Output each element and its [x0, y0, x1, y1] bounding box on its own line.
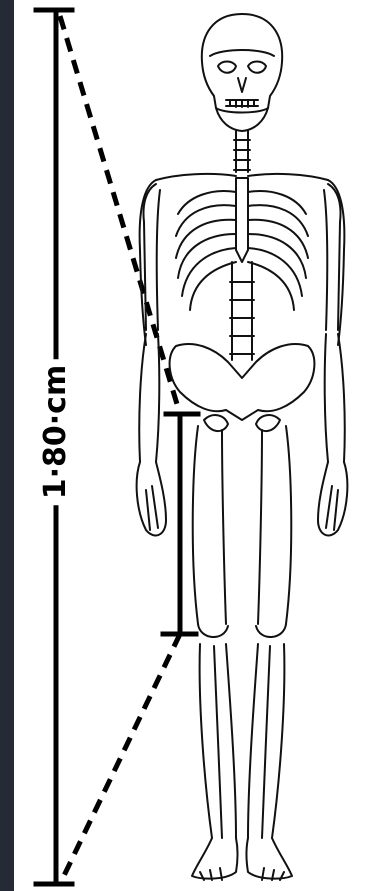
left-hand [137, 462, 166, 535]
hip-socket-right [256, 415, 280, 431]
lower-projection-line [60, 634, 180, 884]
left-shin [200, 644, 236, 838]
hip-socket-left [204, 415, 228, 431]
left-knee [198, 624, 228, 637]
eye-socket-left [218, 62, 236, 73]
ribs-left [176, 191, 236, 310]
jaw [216, 108, 268, 113]
right-hand [318, 462, 347, 535]
nasal-cavity [238, 78, 246, 92]
cervical-spine [234, 131, 250, 172]
eye-socket-right [248, 62, 266, 73]
right-foot [247, 838, 293, 880]
skeleton-figure [137, 14, 348, 880]
right-clavicle [248, 174, 328, 180]
right-shin [248, 644, 284, 838]
right-knee [256, 624, 286, 637]
ribs-right [248, 191, 308, 310]
skull-brow [210, 50, 274, 56]
left-foot [192, 838, 238, 880]
upper-projection-line [60, 16, 180, 414]
lumbar-spine [230, 262, 254, 360]
pelvis [170, 344, 315, 420]
right-femur [258, 426, 291, 624]
right-forearm [325, 334, 345, 462]
left-humerus [144, 184, 161, 330]
height-label: 1·80·cm [39, 359, 73, 505]
left-clavicle [156, 174, 236, 180]
right-humerus [324, 184, 341, 330]
teeth [226, 100, 258, 107]
sternum [236, 178, 248, 262]
left-forearm [139, 334, 159, 462]
left-femur [193, 426, 226, 624]
projection-lines [60, 16, 180, 884]
